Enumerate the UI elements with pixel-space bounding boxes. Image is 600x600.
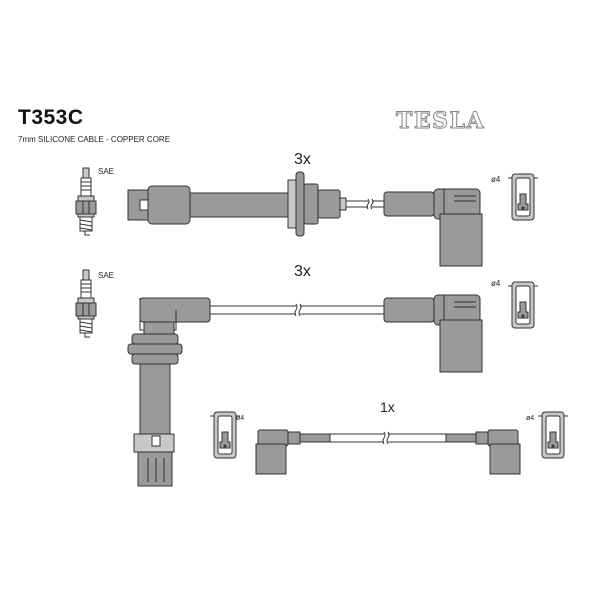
brand-logo: TESLA — [395, 108, 486, 135]
cable — [330, 431, 446, 445]
product-subtitle: 7mm SILICONE CABLE - COPPER CORE — [18, 135, 171, 144]
spark-plug-icon — [75, 167, 97, 236]
elbow-coil-boot — [383, 188, 483, 267]
lead-group-3: 1x ø4 ø4 — [209, 399, 569, 475]
terminal-diameter-label-right: ø4 — [526, 415, 534, 422]
lead-group-1: SAE 3x ø4 — [75, 151, 539, 267]
terminal-diameter-label: ø4 — [491, 279, 501, 288]
elbow-boot-right — [445, 429, 521, 475]
quantity-label: 1x — [380, 399, 395, 415]
plug-standard-label: SAE — [98, 271, 114, 280]
cable — [346, 198, 384, 210]
part-code: T353C — [18, 106, 84, 129]
quantity-label: 3x — [294, 151, 311, 168]
elbow-coil-boot — [383, 294, 483, 373]
terminal-icon-left — [209, 411, 241, 459]
long-plug-boot — [127, 297, 211, 487]
terminal-icon-right — [537, 411, 569, 459]
straight-plug-boot — [127, 171, 347, 237]
cable — [210, 303, 384, 317]
spark-plug-icon — [75, 269, 97, 338]
terminal-icon — [507, 173, 539, 221]
quantity-label: 3x — [294, 263, 311, 280]
plug-standard-label: SAE — [98, 167, 114, 176]
lead-group-2: SAE 3x ø4 — [75, 263, 539, 487]
elbow-boot-left — [255, 429, 331, 475]
terminal-diameter-label: ø4 — [491, 175, 501, 184]
terminal-diameter-label-left: ø4 — [236, 415, 244, 422]
terminal-icon — [507, 281, 539, 329]
